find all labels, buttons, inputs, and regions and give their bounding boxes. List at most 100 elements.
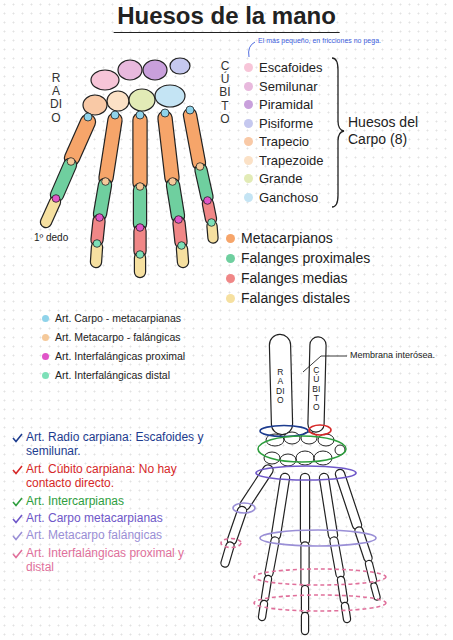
leader-line bbox=[303, 356, 347, 372]
legend-text: Escafoides bbox=[259, 60, 323, 76]
joint-dot bbox=[111, 111, 119, 119]
bone-outline bbox=[165, 118, 172, 178]
joint-dot bbox=[84, 113, 92, 121]
bone-outline bbox=[190, 115, 199, 163]
checklist-item: Art. Interfalángicas proximal y distal bbox=[12, 546, 212, 575]
carpal-bone bbox=[314, 451, 332, 465]
finger-label: 1º dedo bbox=[34, 232, 68, 244]
bone bbox=[341, 580, 344, 600]
bone bbox=[345, 606, 347, 619]
check-mark bbox=[13, 466, 22, 474]
bone bbox=[97, 221, 99, 240]
bone-outline bbox=[182, 249, 183, 262]
bone-outline bbox=[225, 546, 230, 563]
interphalangeal-ring bbox=[221, 539, 241, 548]
bone bbox=[269, 541, 275, 573]
check-mark bbox=[12, 497, 23, 507]
bone bbox=[302, 546, 309, 583]
legend-text: Art. Interfalángicas proximal bbox=[55, 350, 185, 363]
checklist-item: Art. Radio carpiana: Escafoides y semilu… bbox=[12, 430, 212, 459]
carpal-bone bbox=[296, 451, 314, 465]
check-mark bbox=[12, 549, 23, 559]
legend-swatch bbox=[244, 63, 253, 72]
legend-swatch bbox=[226, 254, 235, 263]
legend-text: Pisiforme bbox=[259, 116, 313, 132]
bone bbox=[302, 589, 308, 610]
bone bbox=[225, 546, 230, 563]
bone bbox=[96, 247, 97, 262]
check-mark bbox=[12, 465, 23, 475]
legend-item: Art. Carpo - metacarpianas bbox=[42, 312, 181, 325]
legend-swatch bbox=[244, 156, 253, 165]
bone-outline bbox=[96, 247, 97, 262]
legend-swatch bbox=[226, 234, 235, 243]
joint-dot bbox=[178, 242, 186, 250]
legend-swatch bbox=[226, 274, 235, 283]
bone bbox=[173, 185, 178, 216]
bone bbox=[135, 258, 145, 272]
joint-dot bbox=[196, 163, 204, 171]
legend-swatch bbox=[244, 193, 253, 202]
bone-outline bbox=[345, 606, 347, 619]
bracket bbox=[332, 58, 344, 207]
legend-text: Trapezoide bbox=[259, 153, 324, 169]
bone-outline bbox=[212, 226, 213, 238]
legend-item: Semilunar bbox=[244, 79, 318, 95]
bone bbox=[262, 604, 264, 617]
bone-outline bbox=[46, 202, 55, 222]
bone bbox=[57, 165, 70, 195]
bone bbox=[165, 118, 172, 178]
group-label: Huesos del Carpo (8) bbox=[348, 114, 449, 148]
bone-outline bbox=[341, 580, 344, 600]
title: Huesos de la mano bbox=[113, 2, 340, 33]
checklist-text: Art. Carpo metacarpianas bbox=[26, 511, 163, 525]
bone-outline bbox=[133, 231, 146, 251]
checklist-item: Art. Intercarpianas bbox=[12, 494, 212, 508]
carpal-bone bbox=[83, 95, 107, 115]
legend-item: Grande bbox=[244, 171, 302, 187]
joint-dot bbox=[136, 111, 144, 119]
bone-outline bbox=[97, 221, 99, 240]
legend-swatch bbox=[226, 294, 235, 303]
bone bbox=[324, 478, 333, 535]
bone-outline bbox=[301, 589, 309, 610]
carpal-bone bbox=[143, 60, 167, 80]
bone bbox=[340, 474, 357, 525]
checklist-item: Art. Carpo metacarpianas bbox=[12, 511, 212, 525]
check-mark bbox=[13, 434, 22, 442]
radiocarpal-ring bbox=[260, 426, 308, 437]
joint-dot bbox=[52, 195, 60, 203]
legend-text: Falanges medias bbox=[241, 270, 348, 287]
check-mark bbox=[12, 531, 23, 541]
joint-dot bbox=[161, 109, 169, 117]
bone-outline bbox=[57, 165, 70, 195]
legend-text: Trapecio bbox=[259, 134, 309, 150]
carpal-bone bbox=[284, 432, 300, 444]
joint-dot bbox=[208, 219, 216, 227]
bone bbox=[46, 202, 55, 222]
legend-swatch bbox=[244, 119, 253, 128]
joint-dot bbox=[136, 251, 144, 259]
legend-text: Grande bbox=[259, 171, 302, 187]
bone-outline bbox=[300, 546, 309, 583]
bone-outline bbox=[324, 478, 333, 535]
legend-swatch bbox=[244, 82, 253, 91]
joint-dot bbox=[175, 216, 183, 224]
check-mark bbox=[12, 514, 23, 524]
legend-item: Pisiforme bbox=[244, 116, 313, 132]
bone bbox=[245, 470, 268, 505]
legend-text: Metacarpianos bbox=[241, 230, 333, 247]
checklist-text: Art. Metacarpo falángicas bbox=[26, 528, 162, 542]
skeleton-illustration bbox=[221, 345, 386, 631]
joint-dot bbox=[96, 214, 104, 222]
interphalangeal-ring bbox=[254, 595, 386, 611]
bone-name: CÚBITO bbox=[312, 366, 321, 413]
note: El más pequeño, en fricciones no pega. bbox=[258, 37, 448, 45]
check-mark bbox=[13, 498, 22, 506]
bone bbox=[182, 249, 183, 262]
joint-dot bbox=[136, 183, 144, 191]
bone bbox=[106, 120, 115, 178]
legend-text: Ganchoso bbox=[259, 190, 318, 206]
legend-text: Art. Metacarpo - falángicas bbox=[55, 331, 180, 344]
bone bbox=[201, 170, 207, 197]
